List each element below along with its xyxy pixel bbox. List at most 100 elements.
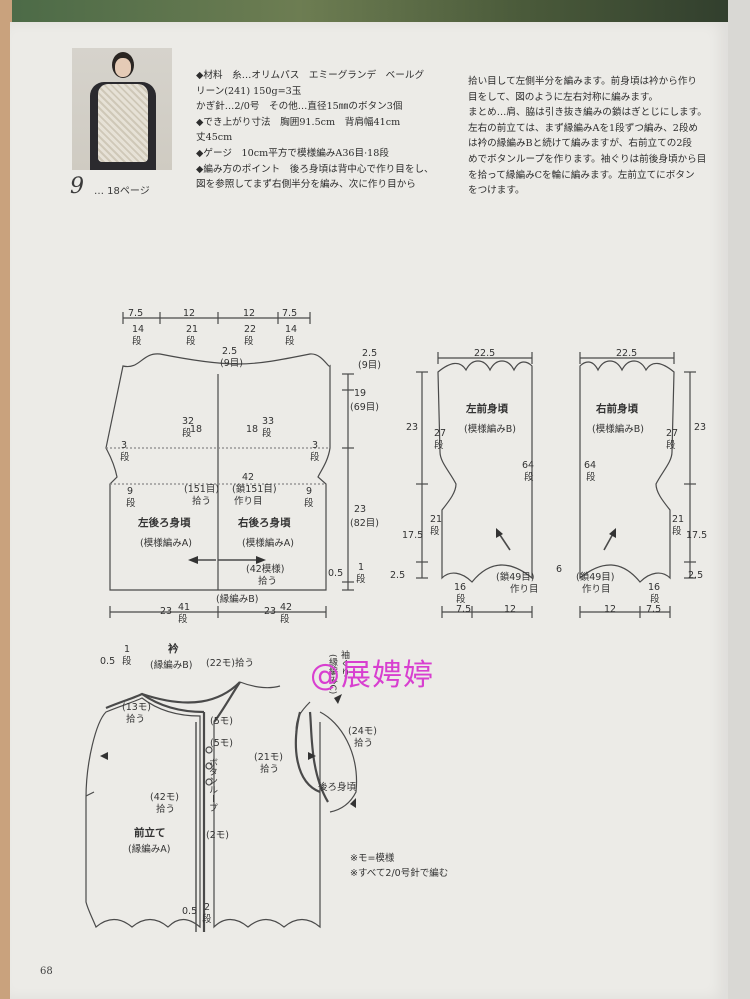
right-front-dim-23: 23 — [694, 422, 707, 433]
back-center-chain: (鎖151目) — [232, 484, 277, 495]
right-front-bottom-2: 7.5 — [646, 604, 662, 615]
back-dim-top-1: 7.5 — [128, 308, 144, 319]
back-right-dim-2: (9目) — [358, 360, 381, 371]
left-front-bottom-2: 12 — [504, 604, 517, 615]
back-side-9-left: 9 — [127, 486, 134, 497]
sleeve-edge: (縁編みC) — [327, 654, 337, 695]
back-bottom-left: 23 — [160, 606, 173, 617]
assembly-m42: (42モ) — [150, 792, 180, 803]
right-front-dim-64: 64 — [584, 460, 597, 471]
back-center-cast-on: 作り目 — [234, 496, 263, 507]
right-front-dim-2-5: 2.5 — [688, 570, 704, 581]
right-back-title: 右後ろ身頃 — [238, 517, 291, 529]
back-rows-33: 33 — [262, 416, 275, 427]
model-photo — [72, 48, 172, 170]
assembly-m5a: (5モ) — [210, 716, 233, 727]
back-rows-4: 14 — [285, 324, 298, 335]
back-pickup-label-2: 拾う — [258, 576, 278, 587]
left-front-bottom-1: 7.5 — [456, 604, 472, 615]
back-side-9-right: 9 — [306, 486, 313, 497]
left-front-width: 22.5 — [474, 348, 496, 359]
collar-pickup: (22モ)拾う — [206, 658, 255, 669]
left-back-pattern: (模様編みA) — [140, 538, 192, 549]
back-right-dim-6: (82目) — [350, 518, 380, 529]
back-width-left: 18 — [190, 424, 203, 435]
back-side-3-left: 3 — [121, 440, 128, 451]
back-center-length: 42 — [242, 472, 255, 483]
back-pattern-count: (42模様) — [246, 564, 285, 575]
instructions-right-column: 拾い目して左側半分を編みます。前身頃は衿から作り目をして、図のように左右対称に編… — [468, 76, 707, 197]
right-back-pattern: (模様編みA) — [242, 538, 294, 549]
right-front-dim-16: 16 — [648, 582, 661, 593]
left-front-dim-64: 64 — [522, 460, 535, 471]
left-front-cast-on: 作り目 — [510, 584, 539, 595]
back-neck-stitches: (9目) — [220, 358, 243, 369]
back-bottom-right-rows: 42 — [280, 602, 293, 613]
assembly-m24: (24モ) — [348, 726, 378, 737]
back-right-dim-1: 2.5 — [362, 348, 378, 359]
button-loop-count: (2モ) — [206, 830, 229, 841]
back-neck-dim: 2.5 — [222, 346, 238, 357]
figure-number: 9 — [70, 174, 84, 199]
back-pickup-label: 拾う — [192, 496, 212, 507]
right-front-bottom-1: 12 — [604, 604, 617, 615]
placket-edge: (縁編みA) — [128, 844, 171, 855]
right-front-dim-21: 21 — [672, 514, 685, 525]
back-right-dim-4: (69目) — [350, 402, 380, 413]
assembly-m5b: (5モ) — [210, 738, 233, 749]
right-front-cast-on: 作り目 — [582, 584, 611, 595]
background-left — [0, 0, 12, 999]
back-rows-32: 32 — [182, 416, 195, 427]
assembly-m13: (13モ) — [122, 702, 152, 713]
assembly-top-dim: 0.5 — [100, 656, 116, 667]
back-dim-top-4: 7.5 — [282, 308, 298, 319]
back-edge-pattern: (縁編みB) — [216, 594, 259, 605]
right-front-pattern: (模様編みB) — [592, 424, 644, 435]
right-front-dim-6: 6 — [556, 564, 563, 575]
back-body-outline — [105, 353, 331, 591]
back-bottom-left-rows: 41 — [178, 602, 191, 613]
sleeve-label: 袖ぐり — [339, 650, 349, 677]
back-right-dim-3: 19 — [354, 388, 367, 399]
left-front-dim-17-5: 17.5 — [402, 530, 424, 541]
back-right-dim-8: 1 — [358, 562, 365, 573]
assembly-top-rows: 1 — [124, 644, 131, 655]
left-front-title: 左前身頃 — [466, 403, 508, 415]
schematic-diagrams — [85, 312, 696, 932]
placket-label: 前立て — [134, 827, 166, 839]
left-front-dim-23: 23 — [406, 422, 419, 433]
back-width-right: 18 — [246, 424, 259, 435]
right-front-dim-27: 27 — [666, 428, 679, 439]
collar-edge: (縁編みB) — [150, 660, 193, 671]
assembly-bottom-rows: 2 — [204, 902, 211, 913]
note-2: ※すべて2/0号針で編む — [350, 868, 449, 879]
back-body-label: 後ろ身頃 — [318, 782, 357, 793]
back-rows-3: 22 — [244, 324, 257, 335]
assembly-bottom-dim: 0.5 — [182, 906, 198, 917]
back-right-dim-9: 段 — [356, 574, 366, 585]
back-dim-top-2: 12 — [183, 308, 196, 319]
right-front-dim-17-5: 17.5 — [686, 530, 708, 541]
right-front-width: 22.5 — [616, 348, 638, 359]
page-number: 68 — [40, 966, 53, 977]
right-front-chain: (鎖49目) — [576, 572, 615, 583]
right-front-title: 右前身頃 — [596, 403, 638, 415]
back-right-dim-7: 0.5 — [328, 568, 344, 579]
back-side-3-right: 3 — [312, 440, 319, 451]
note-1: ※モ=模様 — [350, 853, 395, 864]
figure-page-ref: … 18ページ — [94, 186, 150, 197]
back-rows-2: 21 — [186, 324, 199, 335]
back-right-dim-5: 23 — [354, 504, 367, 515]
watermark: @展娉婷 — [310, 658, 434, 693]
back-dim-top-3: 12 — [243, 308, 256, 319]
book-page: 9 … 18ページ ◆材料 糸…オリムパス エミーグランデ ベールグリーン(24… — [10, 22, 728, 999]
left-front-pattern: (模様編みB) — [464, 424, 516, 435]
left-front-dim-27: 27 — [434, 428, 447, 439]
back-bottom-right: 23 — [264, 606, 277, 617]
left-front-dim-2-5: 2.5 — [390, 570, 406, 581]
back-pickup-stitches: (151目) — [184, 484, 220, 495]
button-loop-label: ボタンループ — [207, 758, 217, 812]
back-rows-1: 14 — [132, 324, 145, 335]
instructions-left-column: ◆材料 糸…オリムパス エミーグランデ ベールグリーン(241) 150g=3玉… — [196, 70, 434, 191]
right-front-outline — [579, 360, 675, 583]
